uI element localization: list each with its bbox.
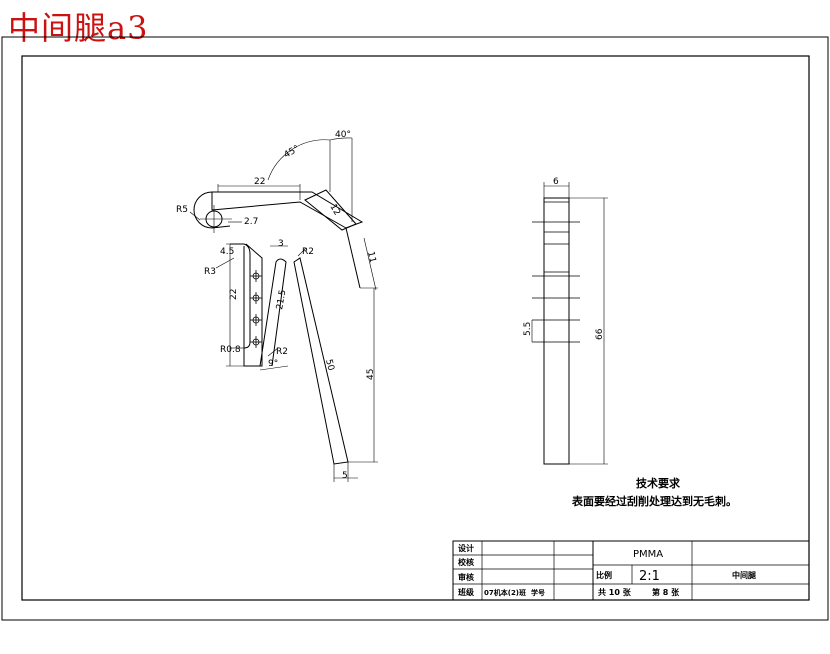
tb-scale-value: 2:1 <box>639 569 660 584</box>
slanted-link <box>304 189 357 231</box>
dim-len-22-top: 22 <box>254 177 265 187</box>
tb-check: 校核 <box>458 557 474 567</box>
tb-review: 审核 <box>458 572 474 582</box>
dim-3: 3 <box>278 239 284 249</box>
tb-total-sheets: 共 10 张 <box>598 587 632 597</box>
right-edge-line <box>345 227 361 289</box>
dim-5: 5 <box>342 471 348 481</box>
tech-requirements-line1: 表面要经过刮削处理达到无毛刺。 <box>572 495 737 508</box>
dim-r0-8: R0.8 <box>220 345 241 355</box>
dim-11: 11 <box>365 251 377 264</box>
dim-66: 66 <box>595 328 605 340</box>
side-view-features <box>532 201 580 343</box>
dim-4-5: 4.5 <box>220 247 234 257</box>
tb-student-no: 学号 <box>531 588 545 597</box>
dim-r5: R5 <box>176 205 188 215</box>
main-view <box>189 137 378 482</box>
tb-class-value: 07机本(2)班 <box>484 588 526 597</box>
dim-angle-40: 40° <box>335 130 351 140</box>
inner-frame <box>21 55 810 601</box>
dim-len-50: 50 <box>323 358 336 372</box>
tb-design: 设计 <box>458 543 474 553</box>
tb-part-name: 中间腿 <box>732 570 756 580</box>
dim-6: 6 <box>553 177 559 187</box>
tb-sheet-no: 第 8 张 <box>652 587 680 597</box>
tb-material: PMMA <box>633 549 663 560</box>
tb-scale-label: 比例 <box>596 570 612 580</box>
dim-21-5: 21.5 <box>275 289 288 310</box>
side-view-body <box>543 197 570 465</box>
outer-frame <box>1 36 829 621</box>
side-view <box>531 182 608 465</box>
tech-requirements-title: 技术要求 <box>636 477 680 490</box>
title-block <box>452 540 810 601</box>
dim-5-5: 5.5 <box>523 322 533 336</box>
dim-angle-45: 45° <box>283 144 302 161</box>
dim-len-45: 45 <box>366 369 376 380</box>
tb-class: 班级 <box>458 587 475 597</box>
dim-angle-9: 9° <box>268 359 278 369</box>
dimension-lines <box>189 137 378 482</box>
dim-r2-top: R2 <box>302 247 314 257</box>
eye-end <box>193 191 231 229</box>
dim-12: 12 <box>327 203 341 218</box>
side-dimension-lines <box>531 182 608 465</box>
dim-r3: R3 <box>204 267 216 277</box>
slot-holes <box>250 270 262 348</box>
dim-r2-low: R2 <box>276 347 288 357</box>
dim-2-7: 2.7 <box>244 217 258 227</box>
long-diagonal-bar <box>293 257 349 465</box>
sheet-title: 中间腿a3 <box>8 9 149 47</box>
thin-strut <box>259 258 287 367</box>
dim-len-22-side: 22 <box>229 289 239 300</box>
